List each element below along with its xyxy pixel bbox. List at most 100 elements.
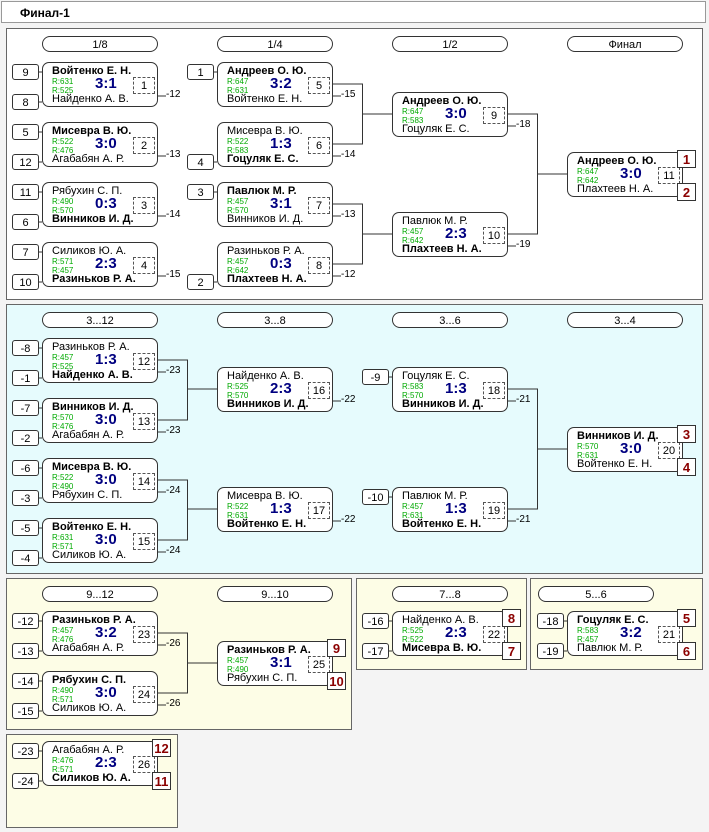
player-1-rating: R:476 (52, 756, 74, 765)
place-badge: 4 (677, 458, 696, 476)
player-2-name: Павлюк М. Р. (577, 642, 643, 654)
match-number: 16 (308, 382, 330, 399)
player-2-name: Агабабян А. Р. (52, 153, 125, 165)
player-2-name: Плахтеев Н. А. (577, 183, 654, 195)
player-1-rating: R:457 (52, 353, 74, 362)
place-badge: 6 (677, 642, 696, 660)
player-2-rating: R:642 (227, 266, 249, 275)
match-score: 2:3 (445, 225, 467, 242)
player-1-name: Павлюк М. Р. (227, 185, 297, 197)
player-1-rating: R:457 (402, 227, 424, 236)
loser-destination: -12 (341, 269, 356, 280)
player-2-rating: R:570 (52, 206, 74, 215)
page-title-bar: Финал-1 (1, 1, 706, 23)
player-2-name: Винников И. Д. (402, 398, 484, 410)
loser-destination: -26 (166, 638, 181, 649)
player-1-name: Андреев О. Ю. (402, 95, 482, 107)
round-header: 7...8 (392, 586, 508, 602)
match-number: 24 (133, 686, 155, 703)
loser-destination: -21 (516, 394, 531, 405)
place-badge: 2 (677, 183, 696, 201)
match-score: 3:0 (95, 531, 117, 548)
round-header: 1/8 (42, 36, 158, 52)
match-score: 3:1 (270, 654, 292, 671)
round-header: 9...10 (217, 586, 333, 602)
player-2-rating: R:476 (52, 422, 74, 431)
player-1-name: Гоцуляк Е. С. (402, 370, 470, 382)
round-header: 3...12 (42, 312, 158, 328)
player-1-rating: R:570 (577, 442, 599, 451)
round-header: 1/4 (217, 36, 333, 52)
seed-box: 3 (187, 184, 214, 200)
player-1-name: Винников И. Д. (52, 401, 134, 413)
player-2-name: Силиков Ю. А. (52, 702, 127, 714)
seed-box: 9 (12, 64, 39, 80)
player-1-rating: R:457 (227, 197, 249, 206)
player-1-rating: R:522 (52, 473, 74, 482)
player-2-rating: R:642 (577, 176, 599, 185)
seed-box: 2 (187, 274, 214, 290)
player-1-rating: R:631 (52, 533, 74, 542)
player-2-rating: R:631 (227, 86, 249, 95)
player-2-name: Мисевра В. Ю. (402, 642, 482, 654)
match-number: 10 (483, 227, 505, 244)
place-badge: 3 (677, 425, 696, 443)
player-2-rating: R:571 (52, 765, 74, 774)
match-score: 2:3 (445, 624, 467, 641)
seed-box: -1 (12, 370, 39, 386)
seed-box: -15 (12, 703, 39, 719)
seed-box: -24 (12, 773, 39, 789)
seed-box: -2 (12, 430, 39, 446)
player-1-name: Силиков Ю. А. (52, 245, 127, 257)
player-2-name: Разиньков Р. А. (52, 273, 136, 285)
loser-destination: -26 (166, 698, 181, 709)
player-2-rating: R:642 (402, 236, 424, 245)
player-1-rating: R:490 (52, 686, 74, 695)
match-score: 1:3 (445, 380, 467, 397)
player-1-rating: R:457 (227, 257, 249, 266)
player-1-rating: R:583 (577, 626, 599, 635)
player-1-rating: R:522 (52, 137, 74, 146)
loser-destination: -24 (166, 545, 181, 556)
player-1-rating: R:571 (52, 257, 74, 266)
player-2-rating: R:583 (227, 146, 249, 155)
player-2-rating: R:457 (52, 266, 74, 275)
place-badge: 10 (327, 672, 346, 690)
loser-destination: -19 (516, 239, 531, 250)
player-2-name: Агабабян А. Р. (52, 642, 125, 654)
round-header: Финал (567, 36, 683, 52)
seed-box: -12 (12, 613, 39, 629)
page-title: Финал-1 (20, 6, 70, 20)
match-number: 7 (308, 197, 330, 214)
seed-box: 12 (12, 154, 39, 170)
match-score: 2:3 (270, 380, 292, 397)
match-score: 1:3 (270, 135, 292, 152)
match-score: 2:3 (95, 754, 117, 771)
